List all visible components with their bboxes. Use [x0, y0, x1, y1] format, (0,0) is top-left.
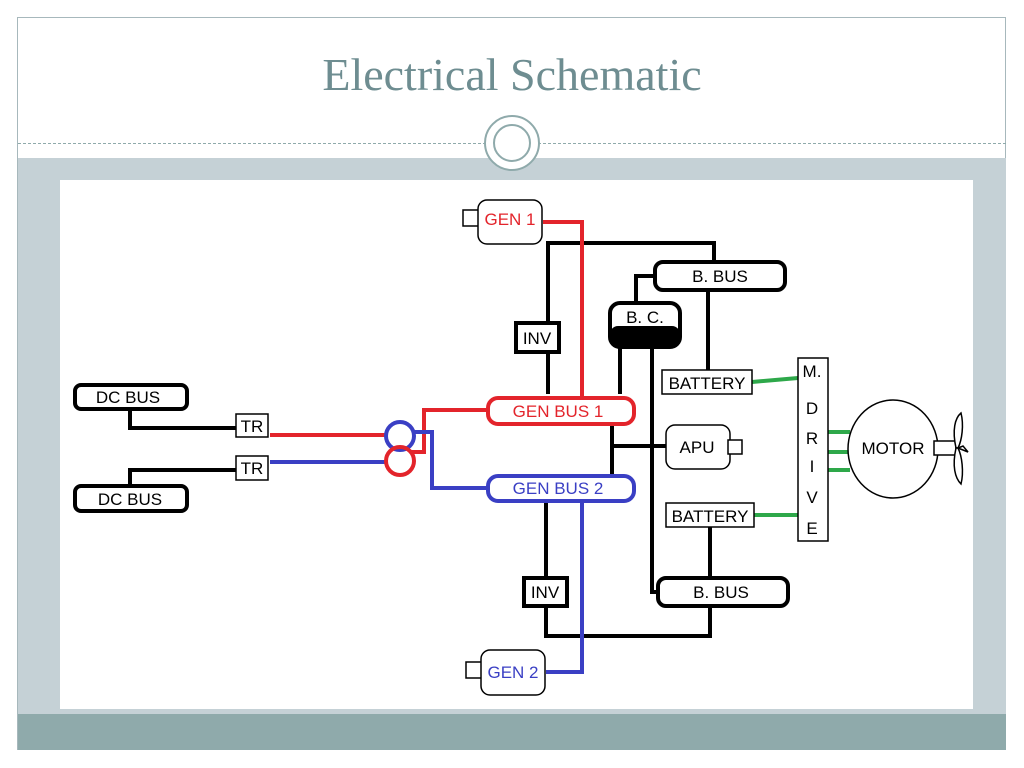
bc-label: B. C.: [626, 308, 664, 327]
battery-bus-top: B. BUS: [653, 260, 787, 292]
m-drive-letter: V: [806, 488, 818, 507]
b-bus-bottom-label: B. BUS: [693, 583, 749, 602]
motor-node: MOTOR: [847, 399, 957, 499]
inv-bottom-label: INV: [531, 583, 560, 602]
gen2-node: GEN 2: [465, 649, 546, 696]
m-drive-letter: E: [806, 519, 817, 538]
battery-bottom: BATTERY: [665, 502, 755, 528]
gen2-wiring: [270, 430, 584, 674]
gen-bus-1-label: GEN BUS 1: [513, 402, 604, 421]
dc-bus-bottom-label: DC BUS: [98, 490, 162, 509]
gen-bus-2-label: GEN BUS 2: [513, 479, 604, 498]
tr-bottom-label: TR: [241, 459, 264, 478]
gen1-label: GEN 1: [484, 210, 535, 229]
motor-label: MOTOR: [862, 439, 925, 458]
slide-title: Electrical Schematic: [322, 49, 702, 100]
battery-bus-bottom: B. BUS: [656, 576, 790, 608]
b-bus-top-label: B. BUS: [692, 267, 748, 286]
transformer-rectifier-top: TR: [235, 413, 269, 438]
battery-bottom-label: BATTERY: [672, 507, 749, 526]
dc-bus-bottom: DC BUS: [73, 484, 189, 513]
gen1-node: GEN 1: [462, 199, 543, 245]
dc-bus-top: DC BUS: [73, 383, 189, 411]
transformer-icon: [384, 420, 416, 477]
inv-top-label: INV: [523, 329, 552, 348]
apu-node: APU: [665, 424, 743, 470]
motor-drive: M. D R I V E: [797, 357, 829, 542]
m-drive-letter: D: [806, 399, 818, 418]
gen-bus-2: GEN BUS 2: [486, 474, 636, 503]
inverter-bottom: INV: [522, 576, 569, 608]
m-drive-letter: M.: [803, 362, 822, 381]
footer-band: [18, 714, 1006, 750]
battery-top: BATTERY: [661, 369, 753, 395]
circle-ornament-icon: [484, 115, 540, 171]
apu-label: APU: [680, 438, 715, 457]
gen2-label: GEN 2: [487, 663, 538, 682]
bus-contactor: B. C.: [608, 301, 682, 349]
schematic-diagram: GEN 1 GEN 2 INV INV B. BUS B. BUS B. C. …: [60, 180, 973, 709]
gen-bus-1: GEN BUS 1: [486, 396, 636, 426]
m-drive-letter: I: [810, 457, 815, 476]
dc-bus-top-label: DC BUS: [96, 388, 160, 407]
inverter-top: INV: [514, 321, 561, 354]
battery-top-label: BATTERY: [669, 374, 746, 393]
battery-links: [751, 376, 850, 517]
m-drive-letter: R: [806, 429, 818, 448]
transformer-rectifier-bottom: TR: [235, 455, 269, 481]
propeller-icon: [953, 411, 969, 486]
tr-top-label: TR: [241, 417, 264, 436]
